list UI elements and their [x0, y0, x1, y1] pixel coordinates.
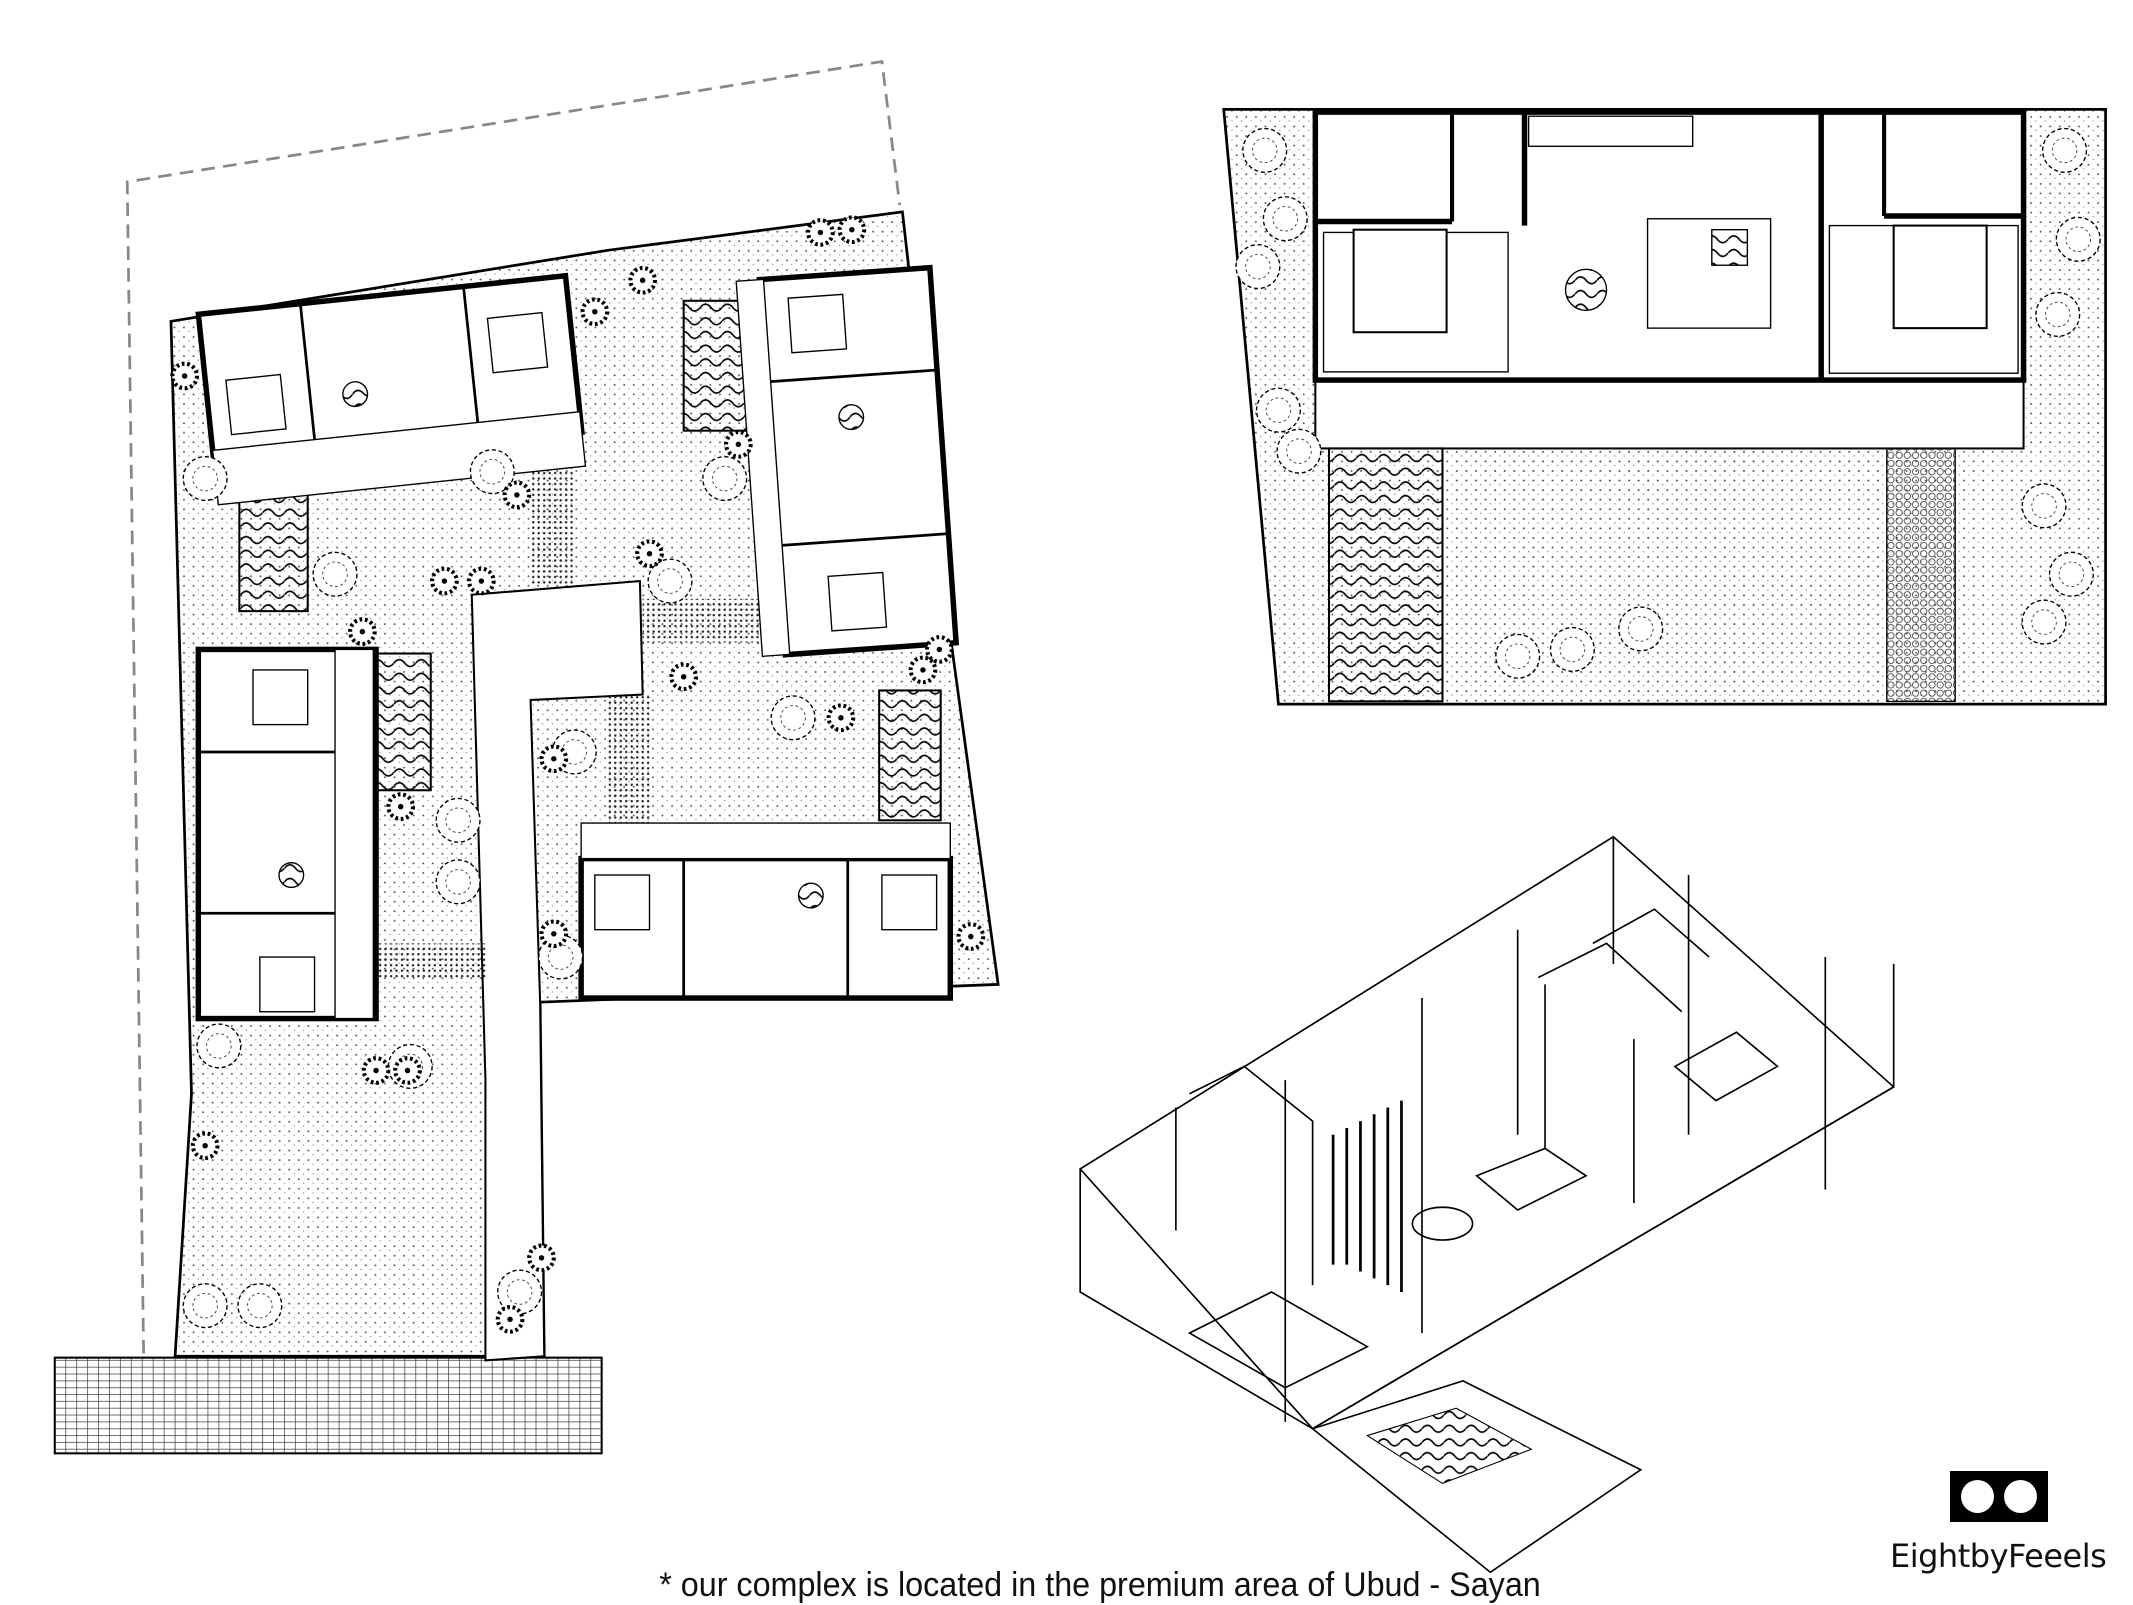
- unit-floor-plan: [1222, 108, 2107, 706]
- site-boundary-dashed: [125, 59, 902, 1354]
- dining-table: [1564, 268, 1608, 312]
- unit-isometric: [1078, 835, 1896, 1574]
- garden-path: [608, 694, 650, 825]
- road-brick-strip: [53, 1356, 603, 1455]
- garden-path: [642, 598, 773, 643]
- pool: [878, 689, 942, 822]
- pool: [238, 484, 309, 613]
- villa-unit-west: [195, 646, 379, 1022]
- dining-table: [1411, 1206, 1474, 1241]
- villa-unit-south: [578, 822, 954, 1001]
- garden-path: [376, 943, 486, 978]
- bed-right: [1892, 224, 1988, 330]
- garden-path: [1886, 447, 1956, 703]
- kitchen-counter: [1527, 115, 1694, 147]
- location-caption: * our complex is located in the premium …: [659, 1566, 1541, 1604]
- bed: [1187, 1291, 1370, 1389]
- slatted-screen: [1331, 1100, 1403, 1293]
- villa-unit-north: [195, 272, 587, 506]
- terrace: [1314, 379, 2025, 450]
- sofa: [1646, 218, 1772, 329]
- two-circles-logo-icon: [1950, 1471, 2048, 1522]
- pool: [1310, 1379, 1643, 1574]
- bed-left: [1352, 228, 1448, 334]
- brand-name: EightbyFeeels: [1890, 1537, 2107, 1575]
- pool: [368, 652, 432, 792]
- bed: [1673, 1031, 1779, 1102]
- pool: [1327, 447, 1444, 703]
- central-court: [470, 579, 644, 1362]
- villa-unit-east: [735, 264, 960, 658]
- pool: [682, 299, 751, 432]
- sofa: [1475, 1147, 1588, 1211]
- coffee-table: [1711, 229, 1749, 266]
- site-plan: [53, 59, 1000, 1455]
